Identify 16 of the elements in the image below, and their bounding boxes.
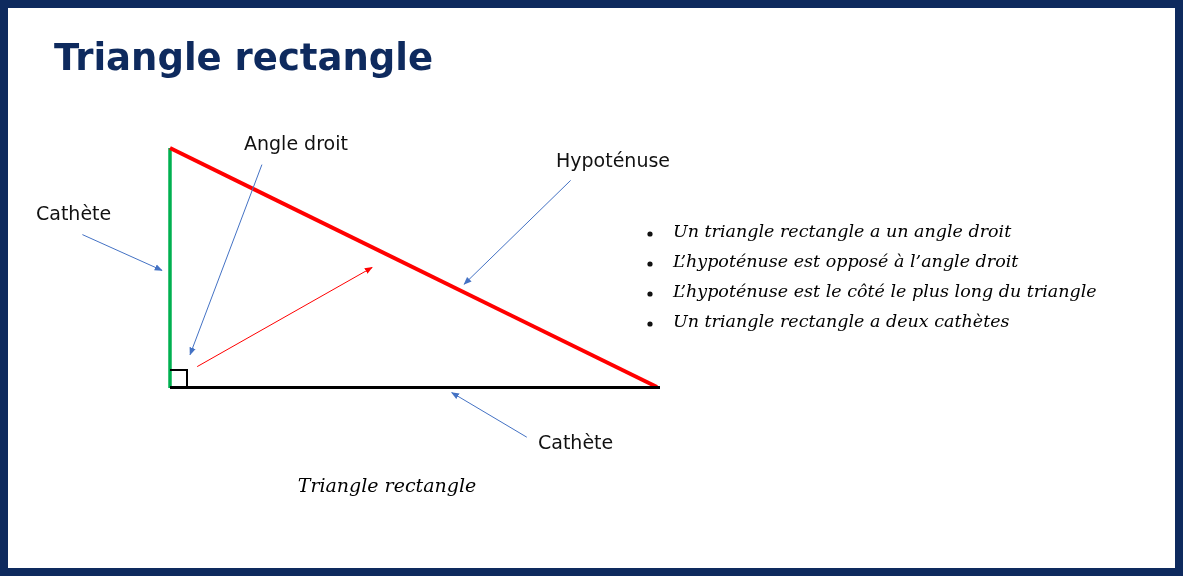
part-label: Angle droit (244, 131, 348, 155)
caption: Triangle rectangle (296, 474, 478, 496)
bullet-text: L’hypoténuse est le côté le plus long du triangle (673, 280, 1097, 303)
bullet-text: Un triangle rectangle a deux cathètes (673, 310, 1010, 333)
leader-line (81, 234, 163, 271)
arrow (196, 267, 373, 368)
leader-line (189, 164, 263, 356)
title: Triangle rectangle (54, 36, 434, 79)
part-label: Hypoténuse (556, 148, 671, 172)
part-label: Cathète (538, 430, 614, 454)
bullet-text: L’hypoténuse est opposé à l’angle droit (673, 250, 1019, 273)
leader-line (451, 392, 528, 438)
leader-line (463, 179, 572, 285)
part-label: Cathète (36, 201, 112, 225)
bullet-text: Un triangle rectangle a un angle droit (673, 220, 1012, 243)
base-leg-line (170, 386, 660, 389)
